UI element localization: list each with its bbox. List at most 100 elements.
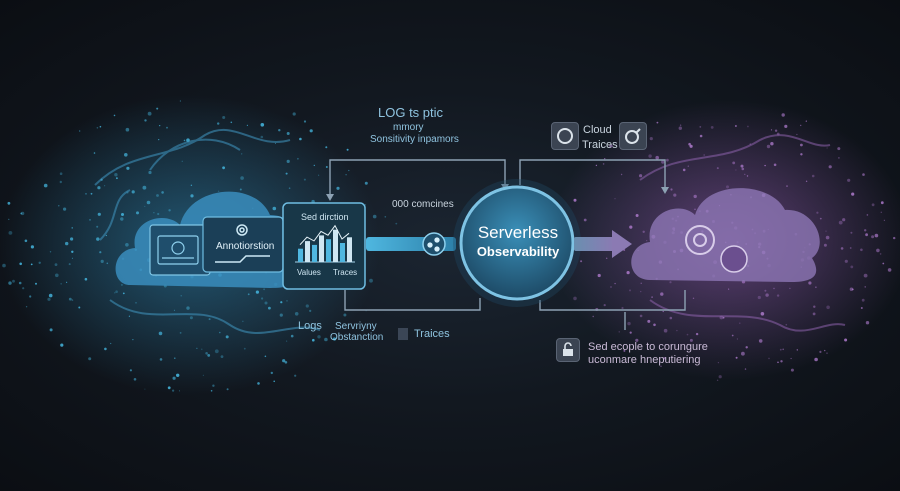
particle [54,263,58,266]
particle [770,142,774,146]
particle [741,167,745,171]
particle [614,282,616,285]
arrow-right-head [612,230,632,258]
particle [718,375,722,379]
particle [780,360,783,363]
particle [190,194,194,198]
particle [96,225,99,228]
particle [312,338,315,342]
particle [58,205,60,207]
particle [104,185,106,187]
particle [18,281,22,285]
particle [726,185,729,189]
particle [294,312,299,316]
particle [812,312,816,316]
particle [305,304,309,308]
gear-icon-right [685,225,715,255]
particle [286,159,290,163]
particle [592,315,594,318]
particle [647,319,651,323]
particle [777,361,779,364]
particle [614,198,616,200]
sensitivity-label: Sonsitivity inpamors [370,134,459,145]
particle [142,185,147,190]
particle [136,211,139,215]
particle [786,185,788,187]
particle [241,153,243,155]
particle [739,322,741,324]
particle [60,283,62,285]
particle [744,368,747,370]
particle [808,281,812,285]
particle [796,349,798,351]
particle [623,349,626,352]
particle [2,263,6,268]
particle [597,273,601,278]
log-topic-label: LOG ts ptic [378,105,444,120]
particle [345,174,347,176]
particle [168,209,171,212]
particle [874,233,879,238]
particle [125,127,130,132]
particle [156,107,159,110]
particle [264,355,267,358]
particle [286,340,288,342]
gear-icon-left [236,224,248,236]
particle [49,251,52,253]
particle [642,230,645,233]
particle [47,297,51,301]
particle [384,216,387,218]
particle [116,177,118,180]
particle [55,273,59,278]
particle [299,137,302,141]
particle [284,361,288,364]
particle [764,164,766,167]
particle [621,306,624,310]
hub-circle [459,185,575,301]
particle [183,139,186,142]
particle [764,289,767,292]
particle [610,286,612,288]
particle [679,124,682,126]
particle [669,281,672,284]
particle [813,305,816,308]
particle [84,277,88,281]
particle [823,243,827,247]
memory-label: mmory [393,122,424,133]
particle [144,205,146,207]
particle [825,230,827,232]
particle [161,191,164,194]
particle [635,338,639,342]
particle [202,374,204,376]
particle [68,263,71,266]
particle [800,153,803,156]
particle [766,144,771,149]
particle [48,293,53,298]
particle [282,359,286,363]
particle [847,178,851,182]
particle [805,120,807,122]
particle [20,212,23,215]
particle [78,306,81,309]
particle [286,300,288,302]
particle [201,348,203,350]
chart-bar [305,241,310,262]
particle [179,100,181,102]
particle [773,287,775,290]
particle [290,334,294,338]
particle [626,271,630,275]
particle [272,206,277,211]
particle [364,181,368,185]
particle [260,135,264,139]
particle [864,229,867,232]
particle [99,125,102,128]
particle [313,164,315,167]
particle [781,113,785,117]
particle [844,259,848,263]
particle [35,282,37,285]
particle [263,288,265,291]
particle [651,296,653,298]
particle [30,245,34,249]
particle [246,124,248,126]
particle [790,357,792,360]
